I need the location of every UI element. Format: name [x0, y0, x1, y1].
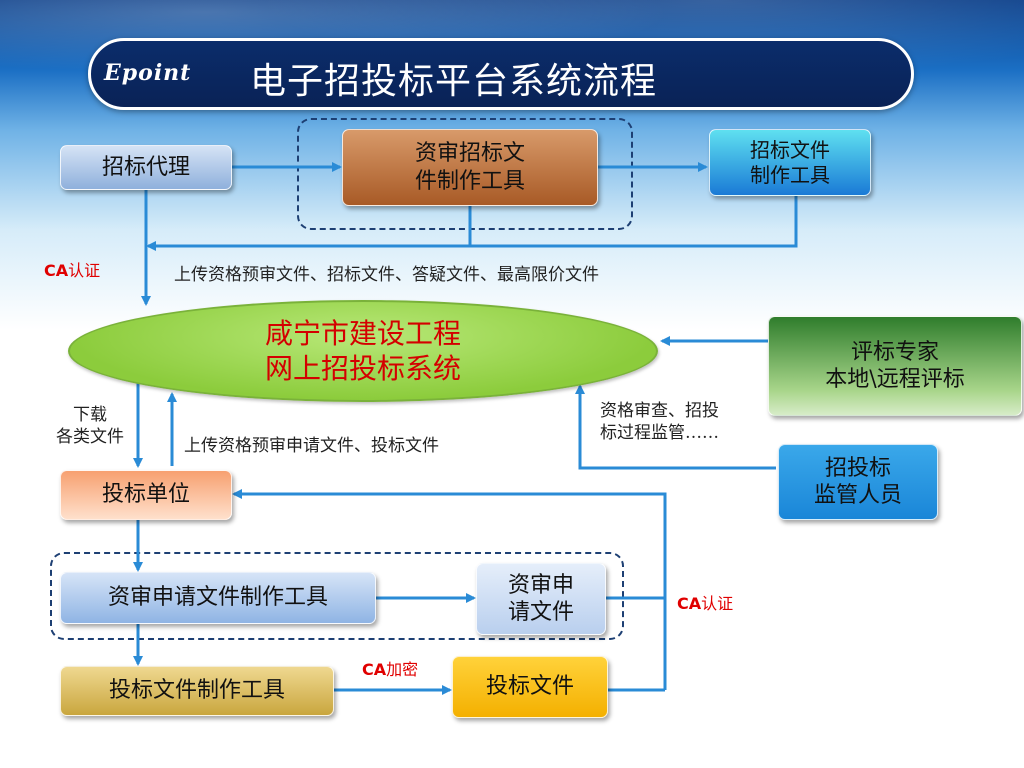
application-tool-node: 资审申请文件制作工具: [60, 572, 376, 624]
supervisor-node: 招投标 监管人员: [778, 444, 938, 520]
supervision-label: 资格审查、招投 标过程监管……: [600, 401, 719, 444]
ca-auth-label-right: CA认证: [677, 594, 734, 613]
application-tool-group: [50, 552, 624, 640]
tender-tool-node: 招标文件 制作工具: [709, 129, 871, 196]
bidder-upload-label: 上传资格预审申请文件、投标文件: [184, 436, 439, 456]
agency-upload-label: 上传资格预审文件、招标文件、答疑文件、最高限价文件: [174, 265, 599, 285]
prequal-tool-node: 资审招标文 件制作工具: [342, 129, 598, 206]
page-title: 电子招投标平台系统流程: [250, 61, 658, 102]
center-system-node: 咸宁市建设工程 网上招投标系统: [68, 300, 658, 402]
ca-auth-label-top: CA认证: [44, 261, 101, 280]
expert-node: 评标专家 本地\远程评标: [768, 316, 1022, 416]
epoint-logo: Epoint: [104, 60, 192, 86]
bidding-agency-node: 招标代理: [60, 145, 232, 190]
return-line-files-to-bidder: [232, 489, 667, 690]
prequal-tool-group: [297, 118, 633, 230]
arrow-supervisor-to-center: [575, 384, 776, 470]
bid-file-node: 投标文件: [452, 656, 608, 718]
title-bar: [88, 38, 914, 110]
ca-encrypt-label: CA加密: [362, 660, 419, 679]
bid-tool-node: 投标文件制作工具: [60, 666, 334, 716]
application-file-node: 资审申 请文件: [476, 563, 606, 635]
return-line-tools-to-agency: [146, 196, 798, 251]
bidder-node: 投标单位: [60, 470, 232, 520]
download-label: 下载 各类文件: [56, 405, 124, 448]
